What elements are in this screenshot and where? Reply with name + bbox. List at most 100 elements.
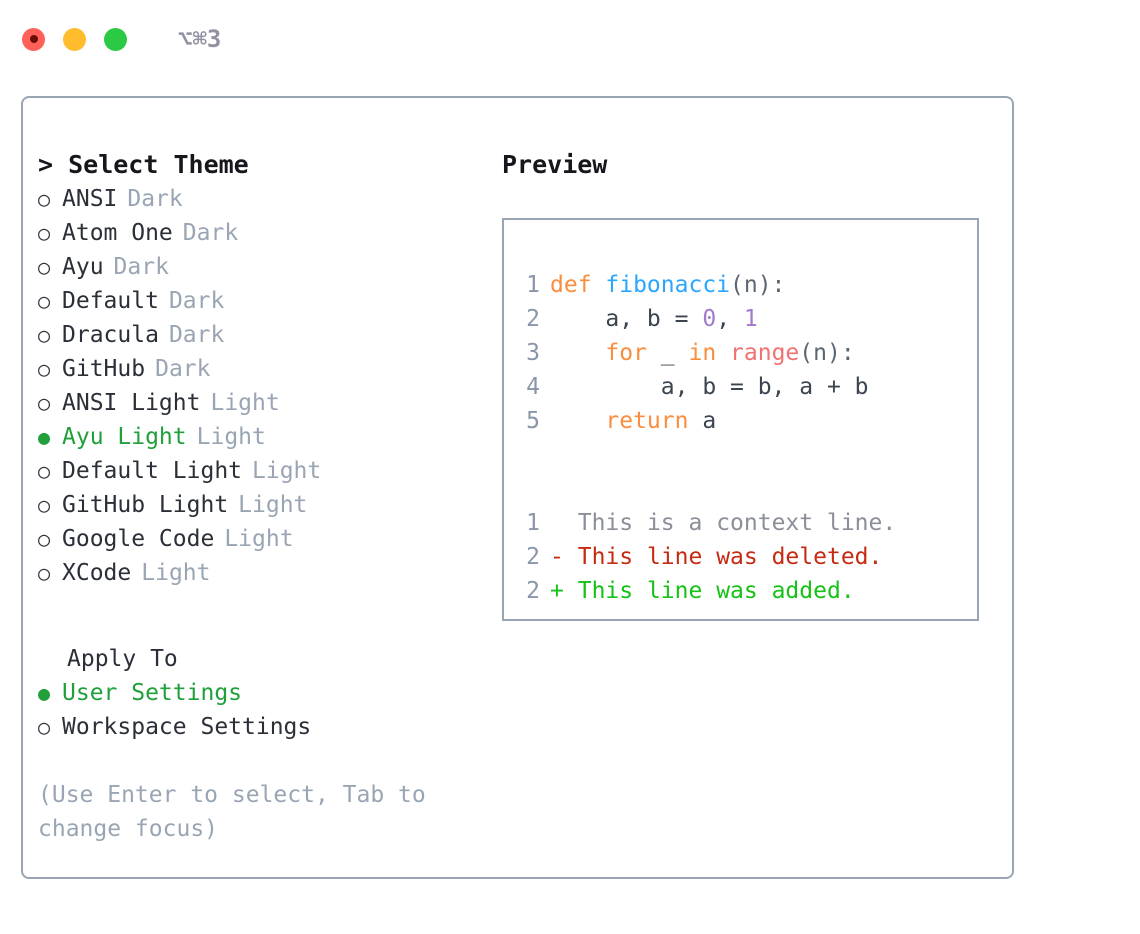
theme-name: Ayu: [62, 254, 104, 280]
theme-name: ANSI Light: [62, 390, 201, 416]
radio-icon[interactable]: ○: [38, 493, 51, 517]
radio-icon[interactable]: ○: [38, 459, 51, 483]
diff-sign: -: [550, 544, 564, 570]
theme-variant: Light: [224, 526, 294, 552]
line-number: 2: [526, 578, 540, 604]
title-bar: ⌥⌘3: [0, 0, 1140, 78]
line-number: 3: [526, 340, 540, 366]
theme-list-item[interactable]: ○ GitHub Dark: [38, 352, 468, 386]
code-token-punctuation: (n):: [730, 272, 786, 298]
apply-to-section: Apply To ● User Settings ○ Workspace Set…: [38, 642, 468, 744]
theme-name: Google Code: [62, 526, 215, 552]
radio-icon[interactable]: ○: [38, 715, 51, 739]
theme-variant: Light: [196, 424, 266, 450]
theme-list-item[interactable]: ○ ANSI Light Light: [38, 386, 468, 420]
diff-content: [564, 540, 578, 574]
theme-name: GitHub: [62, 356, 146, 382]
theme-list-item[interactable]: ○ Ayu Dark: [38, 250, 468, 284]
code-content: a, b = 0, 1: [550, 302, 758, 336]
radio-icon[interactable]: ○: [38, 323, 51, 347]
theme-list-item[interactable]: ○ XCode Light: [38, 556, 468, 590]
preview-spacer: [504, 438, 977, 472]
theme-name: GitHub Light: [62, 492, 229, 518]
radio-icon[interactable]: ○: [38, 527, 51, 551]
code-token-number: 1: [743, 306, 758, 332]
code-content: a, b = b, a + b: [550, 370, 869, 404]
code-token-text: [550, 408, 605, 434]
radio-icon[interactable]: ○: [38, 255, 51, 279]
code-token-function: fibonacci: [605, 272, 731, 298]
zoom-button-icon[interactable]: [104, 27, 127, 51]
radio-icon[interactable]: ○: [38, 391, 51, 415]
minimize-button-icon[interactable]: [63, 27, 86, 51]
theme-variant: Dark: [168, 288, 225, 314]
diff-text: This line was deleted.: [577, 544, 883, 570]
diff-text: This line was added.: [577, 578, 855, 604]
code-token-text: [716, 340, 730, 366]
radio-icon-selected[interactable]: ●: [38, 425, 51, 449]
theme-variant: Dark: [155, 356, 211, 382]
theme-list-item[interactable]: ○ ANSI Dark: [38, 182, 468, 216]
radio-icon[interactable]: ○: [38, 289, 51, 313]
line-number: 2: [526, 544, 540, 570]
code-line: 5 return a: [504, 404, 977, 438]
theme-variant: Dark: [168, 322, 225, 348]
preview-heading: Preview: [502, 150, 608, 179]
theme-name: Ayu Light: [62, 424, 187, 450]
theme-variant: Dark: [182, 220, 239, 246]
theme-variant: Light: [238, 492, 308, 518]
theme-list-item[interactable]: ○ Atom One Dark: [38, 216, 468, 250]
apply-to-option-user[interactable]: ● User Settings: [38, 676, 468, 710]
theme-variant: Light: [141, 560, 211, 586]
diff-sign: [550, 506, 564, 540]
code-token-text: [550, 340, 605, 366]
preview-column: Preview 1 def fibonacci(n): 2 a, b = 0, …: [502, 148, 982, 621]
theme-list-item[interactable]: ○ Default Light Light: [38, 454, 468, 488]
theme-variant: Dark: [127, 186, 183, 212]
line-number: 5: [526, 408, 540, 434]
theme-list[interactable]: ○ ANSI Dark ○ Atom One Dark ○ Ayu Dark: [38, 182, 468, 590]
close-button-icon[interactable]: [22, 27, 45, 51]
preview-spacer: [504, 472, 977, 506]
diff-line-context: 1 This is a context line.: [504, 506, 977, 540]
theme-list-item[interactable]: ○ GitHub Light Light: [38, 488, 468, 522]
radio-icon[interactable]: ○: [38, 187, 51, 211]
radio-icon[interactable]: ○: [38, 357, 51, 381]
apply-to-heading: Apply To: [67, 646, 178, 672]
code-line: 3 for _ in range(n):: [504, 336, 977, 370]
diff-content: [564, 574, 578, 608]
apply-to-option-workspace[interactable]: ○ Workspace Settings: [38, 710, 468, 744]
radio-icon[interactable]: ○: [38, 221, 51, 245]
theme-list-item-selected[interactable]: ● Ayu Light Light: [38, 420, 468, 454]
preview-box: 1 def fibonacci(n): 2 a, b = 0, 1 3 for …: [502, 218, 979, 621]
theme-list-item[interactable]: ○ Google Code Light: [38, 522, 468, 556]
radio-icon[interactable]: ○: [38, 561, 51, 585]
theme-picker-column: > Select Theme ○ ANSI Dark ○ Atom One Da…: [38, 148, 468, 846]
code-token-keyword: in: [688, 340, 717, 366]
theme-name: Default: [62, 288, 159, 314]
diff-content: [564, 506, 578, 540]
code-token-punctuation: (n):: [799, 340, 855, 366]
theme-list-item[interactable]: ○ Dracula Dark: [38, 318, 468, 352]
code-token-keyword: def: [550, 272, 606, 298]
code-line: 1 def fibonacci(n):: [504, 268, 977, 302]
diff-text: This is a context line.: [577, 510, 897, 536]
theme-list-item[interactable]: ○ Default Dark: [38, 284, 468, 318]
code-token-call: range: [730, 340, 800, 366]
code-content: def fibonacci(n):: [550, 268, 785, 302]
line-number: 1: [526, 272, 540, 298]
theme-name: Dracula: [62, 322, 159, 348]
diff-sign: +: [550, 578, 564, 604]
code-token-text: a, b =: [550, 306, 703, 332]
radio-icon-selected[interactable]: ●: [38, 681, 51, 705]
code-line: 4 a, b = b, a + b: [504, 370, 977, 404]
select-theme-heading: > Select Theme: [38, 150, 249, 179]
diff-line-deleted: 2 - This line was deleted.: [504, 540, 977, 574]
code-token-text: _: [646, 340, 689, 366]
code-token-text: ,: [716, 306, 744, 332]
apply-to-option-label: User Settings: [62, 680, 243, 706]
code-content: for _ in range(n):: [550, 336, 855, 370]
code-token-keyword: return: [605, 408, 689, 434]
line-number: 4: [526, 374, 540, 400]
